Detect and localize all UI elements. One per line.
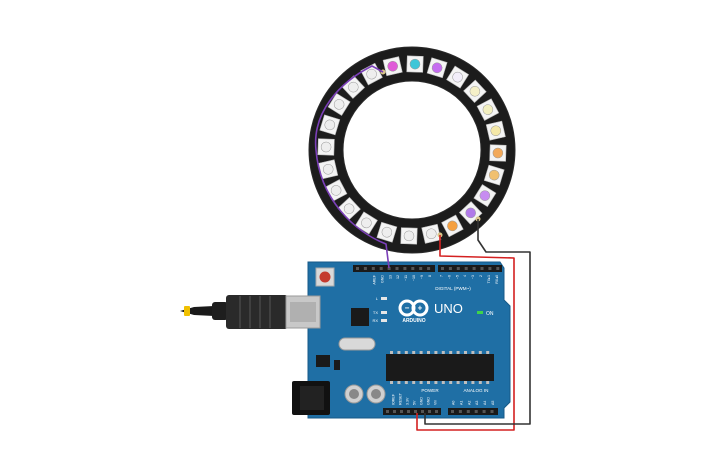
on-label: ON	[486, 311, 494, 317]
wire-power-5v[interactable]	[416, 235, 515, 431]
pin-label: ~6	[447, 275, 451, 279]
wires[interactable]	[314, 65, 531, 431]
pin-label: GND	[380, 275, 384, 283]
usb-chip	[351, 308, 369, 326]
wire-ground[interactable]	[424, 219, 531, 425]
pin-label: A5	[491, 401, 495, 405]
board-pcb	[307, 261, 511, 419]
ring-inner-edge	[342, 80, 482, 220]
pin-label: 13	[388, 275, 392, 279]
pin-label: RESET	[399, 392, 403, 405]
digital-header-label: DIGITAL (PWM~)	[435, 286, 471, 291]
reset-button[interactable]	[315, 267, 335, 287]
ring-pixel	[319, 114, 341, 136]
ring-pixel	[421, 223, 442, 244]
smd-component	[334, 360, 340, 370]
pin-label: RX◂0	[495, 275, 499, 284]
ring-pixel	[382, 56, 403, 77]
ring-pixel	[489, 144, 507, 162]
usb-cable[interactable]	[180, 295, 288, 329]
ring-pixel	[463, 79, 487, 104]
led-label-rx: RX	[372, 318, 378, 323]
ring-pixel	[376, 221, 398, 243]
ring-pixel	[317, 138, 335, 156]
atmega-chip	[386, 351, 494, 384]
dc-power-jack[interactable]	[292, 381, 330, 415]
pin-label: GND	[427, 397, 431, 405]
ring-pixel	[400, 227, 418, 245]
power-header-label: POWER	[421, 388, 439, 393]
pin-label: A4	[483, 401, 487, 405]
pin-label: 12	[396, 275, 400, 279]
svg-text:+: +	[418, 304, 423, 313]
ring-outer-edge	[308, 46, 516, 254]
board-model: UNO	[434, 301, 463, 316]
power-header[interactable]	[383, 408, 441, 415]
ring-pixel	[476, 98, 500, 121]
arduino-logo: − +	[398, 299, 429, 317]
pin-label: GND	[420, 397, 424, 405]
on-led	[477, 311, 483, 314]
crystal	[338, 337, 376, 351]
pin-label: 4	[463, 275, 467, 277]
ring-pixel	[354, 211, 378, 235]
ring-pixel	[483, 164, 505, 186]
pin-label: Vin	[434, 400, 438, 405]
wire-data[interactable]	[314, 65, 390, 269]
pin-label: A0	[452, 401, 456, 405]
ring-pixel	[485, 120, 506, 141]
pin-label: AREF	[373, 274, 377, 284]
arduino-logo-label: ARDUINO	[402, 318, 425, 324]
led-label-l: L	[376, 296, 379, 301]
pin-label: 3.3V	[406, 397, 410, 405]
neopixel-ring[interactable]	[308, 46, 516, 254]
pin-label: A1	[459, 401, 463, 405]
pin-label: 7	[440, 275, 444, 277]
pin-label: ~9	[420, 275, 424, 279]
ring-pixels	[317, 55, 507, 245]
analog-header-label: ANALOG IN	[463, 388, 488, 393]
pin-label: 5V	[413, 400, 417, 405]
ring-pixel	[441, 214, 464, 238]
analog-header[interactable]	[448, 408, 498, 415]
pin-label: ~11	[404, 275, 408, 281]
pin-label: IOREF	[392, 393, 396, 405]
capacitors	[344, 384, 386, 404]
svg-text:−: −	[405, 304, 410, 313]
pin-label: 8	[428, 275, 432, 277]
ring-pixel	[426, 57, 448, 79]
ring-pixel	[406, 55, 424, 73]
status-leds: L TX RX	[372, 296, 483, 323]
pin-label: 2	[479, 275, 483, 277]
ring-pixel	[473, 184, 497, 208]
led-label-tx: TX	[373, 310, 378, 315]
pin-label: ~5	[455, 275, 459, 279]
ring-pixel	[446, 65, 470, 89]
pin-label: ~10	[412, 275, 416, 281]
pin-label: A2	[467, 401, 471, 405]
pin-label: A3	[475, 401, 479, 405]
digital-header[interactable]	[353, 265, 502, 272]
pin-label: ~3	[471, 275, 475, 279]
voltage-regulator	[316, 355, 330, 367]
pin-label: TX▸1	[487, 275, 491, 283]
ring-pixel	[327, 92, 351, 116]
